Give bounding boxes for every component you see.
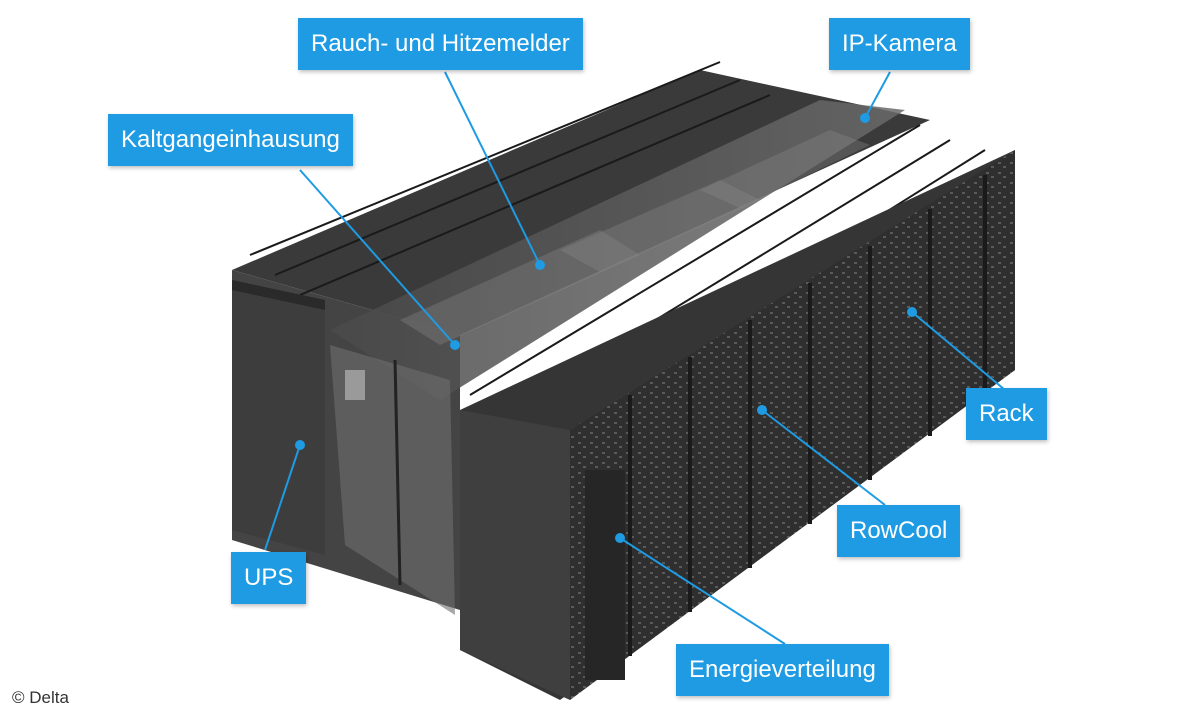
cold-aisle-containment-label: Kaltgangeinhausung — [108, 114, 353, 166]
smoke-heat-detector-label: Rauch- und Hitzemelder — [298, 18, 583, 70]
copyright-notice: © Delta — [12, 688, 69, 707]
ups-label: UPS — [231, 552, 307, 604]
cold-aisle-roof — [330, 100, 905, 400]
ups-cabinet — [232, 280, 325, 555]
ip-camera-label: IP-Kamera — [829, 18, 970, 70]
front-rack-row — [460, 150, 1015, 700]
power-distribution-label: Energieverteilung — [676, 644, 889, 696]
leader-lines — [264, 71, 1006, 645]
containment-door — [330, 345, 455, 615]
rowcool-label: RowCool — [837, 505, 961, 557]
rack-label: Rack — [966, 388, 1047, 440]
